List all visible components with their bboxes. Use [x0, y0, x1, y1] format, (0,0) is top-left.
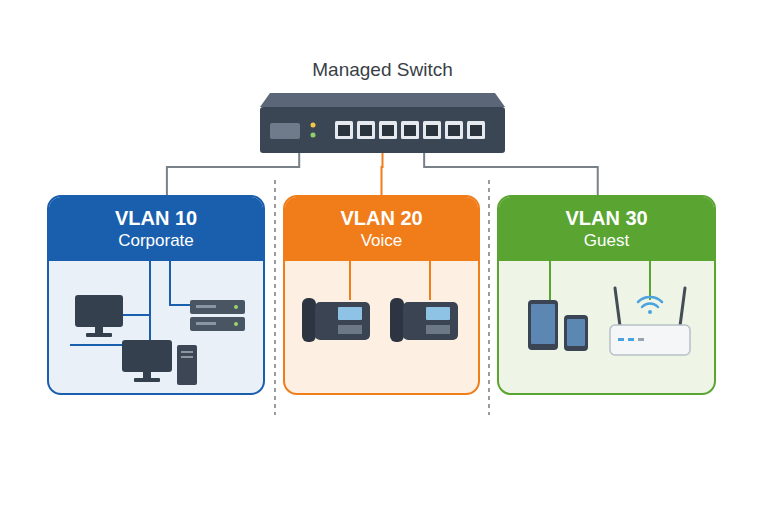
port-frame — [379, 121, 397, 139]
port-frame — [335, 121, 353, 139]
port-frame — [445, 121, 463, 139]
switch-symbol — [260, 93, 505, 153]
port-socket — [338, 125, 350, 136]
switch-port — [423, 121, 441, 139]
switch-port — [401, 121, 419, 139]
status-led — [311, 133, 316, 138]
network-wire — [350, 260, 430, 300]
vlan-name: Guest — [584, 230, 629, 252]
vlan-name: Corporate — [118, 230, 194, 252]
port-frame — [423, 121, 441, 139]
router-led — [618, 338, 624, 341]
phone-screen — [567, 319, 585, 346]
switch-node: Managed Switch — [260, 93, 505, 153]
dashed-separator — [274, 180, 275, 415]
dashed-separator — [488, 180, 489, 415]
monitor-base — [86, 333, 112, 337]
monitor-base — [134, 378, 160, 382]
port-frame — [467, 121, 485, 139]
switch-port — [335, 121, 353, 139]
device-label: Managed Switch — [312, 59, 452, 81]
router-antenna — [680, 288, 685, 326]
monitor-stand — [143, 372, 151, 378]
corporate-devices — [70, 260, 245, 385]
phone-screen — [426, 307, 450, 320]
monitor-stand — [95, 327, 103, 333]
router-led — [628, 338, 634, 341]
server-led — [234, 305, 238, 309]
vlan-id: VLAN 10 — [115, 206, 197, 230]
port-socket — [360, 125, 372, 136]
tablet-screen — [531, 304, 555, 344]
switch-port — [357, 121, 375, 139]
router-body — [610, 325, 690, 355]
port-socket — [448, 125, 460, 136]
server-slot — [196, 322, 216, 325]
voice-devices — [302, 260, 458, 342]
server-led — [234, 322, 238, 326]
switch-top — [260, 93, 505, 107]
router-antenna — [615, 288, 620, 326]
network-link — [167, 153, 299, 195]
vlan-id: VLAN 30 — [565, 206, 647, 230]
vlan-box: VLAN 30Guest — [497, 195, 716, 395]
network-wire — [70, 260, 190, 345]
phone-body — [315, 302, 370, 340]
network-wire — [550, 260, 650, 300]
switch-front — [260, 107, 505, 153]
ip-phone — [390, 298, 458, 342]
status-led — [311, 123, 316, 128]
guest-devices — [528, 260, 690, 355]
switch-port — [379, 121, 397, 139]
pc-drive — [181, 356, 193, 358]
wifi-dot — [648, 310, 652, 314]
phone-body — [403, 302, 458, 340]
vlan-box: VLAN 20Voice — [283, 195, 480, 395]
vlan-box: VLAN 10Corporate — [47, 195, 265, 395]
switch-port — [445, 121, 463, 139]
switch-port — [467, 121, 485, 139]
port-socket — [426, 125, 438, 136]
phone-handset — [390, 298, 404, 342]
server-unit — [190, 300, 245, 314]
vlan-header: VLAN 30Guest — [499, 197, 714, 261]
router-led — [638, 338, 644, 341]
phone-keypad — [426, 325, 450, 334]
vlan-id: VLAN 20 — [340, 206, 422, 230]
port-socket — [404, 125, 416, 136]
network-link — [382, 153, 383, 195]
port-frame — [357, 121, 375, 139]
server-unit — [190, 317, 245, 331]
tablet-icon — [528, 300, 558, 350]
port-socket — [382, 125, 394, 136]
network-link — [424, 153, 598, 195]
phone-keypad — [338, 325, 362, 334]
port-socket — [470, 125, 482, 136]
vlan-header: VLAN 20Voice — [285, 197, 478, 261]
phone-screen — [338, 307, 362, 320]
switch-panel — [270, 123, 300, 139]
phone-icon — [564, 315, 588, 351]
vlan-header: VLAN 10Corporate — [49, 197, 263, 261]
pc-tower — [177, 345, 197, 385]
monitor-icon — [75, 295, 123, 327]
port-frame — [401, 121, 419, 139]
pc-drive — [181, 351, 193, 353]
ip-phone — [302, 298, 370, 342]
vlan-name: Voice — [361, 230, 403, 252]
monitor-icon — [122, 340, 172, 372]
server-slot — [196, 305, 216, 308]
wifi-symbol — [638, 297, 662, 307]
phone-handset — [302, 298, 316, 342]
